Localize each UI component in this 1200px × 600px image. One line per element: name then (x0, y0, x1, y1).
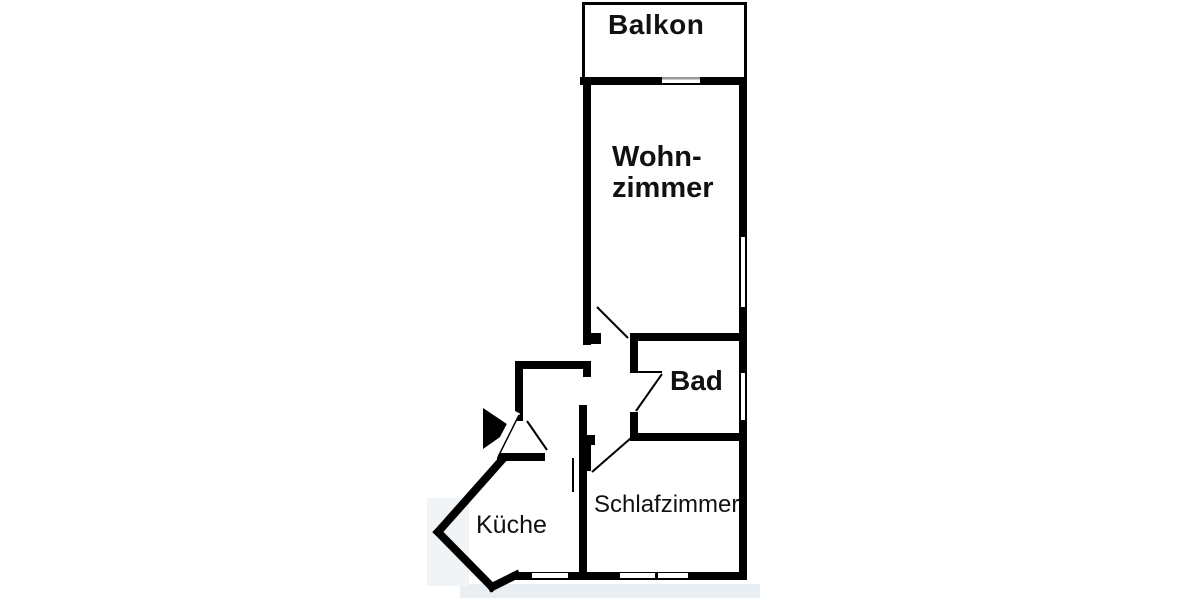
wall-kitchen-diagonal-upper (432, 455, 507, 538)
room-label-kueche: Küche (476, 511, 547, 539)
entrance-arrow-band-edge (497, 414, 520, 458)
door-leaf-hall (572, 458, 574, 492)
wall-bad-left-lower (630, 412, 638, 441)
window-wohnzimmer-outer-edge (745, 237, 747, 307)
balcony-wall-left (582, 2, 585, 78)
entrance-arrow-icon (483, 408, 521, 458)
wall-kitchen-diagonal-lower (432, 526, 498, 593)
entrance-arrow-head (483, 408, 513, 449)
door-swing-schlafzimmer (591, 437, 632, 473)
balcony-wall-top (582, 2, 747, 5)
kitchen-diagonal-walls (432, 455, 522, 593)
wall-right-upper (739, 77, 747, 237)
wall-kitchen-corner (486, 569, 522, 593)
window-kueche-bottom (532, 573, 568, 578)
room-label-wohnzimmer-line2: zimmer (612, 172, 714, 204)
windows (532, 77, 747, 578)
balcony-door-line (662, 77, 700, 80)
wall-bad-bottom (630, 433, 747, 441)
wall-stub-wohnzimmer-door (590, 333, 601, 344)
window-bad (739, 373, 747, 420)
balcony-wall-right (744, 2, 747, 78)
door-swing-bad (635, 373, 663, 412)
window-schlafzimmer-bottom-2 (658, 573, 688, 578)
window-wohnzimmer-inner-edge (739, 237, 741, 307)
room-label-schlafzimmer: Schlafzimmer (594, 491, 740, 518)
wall-hall-left (515, 361, 523, 421)
wall-hall-top (515, 361, 591, 369)
window-wohnzimmer (739, 237, 747, 307)
shadow-strip-bottom (460, 584, 760, 598)
entrance-arrow-white-band (490, 410, 521, 458)
door-swings (526, 306, 663, 492)
wall-hall-corner-stub (583, 361, 591, 377)
window-schlafzimmer-bottom-1 (620, 573, 655, 578)
room-label-wohnzimmer: Wohn- zimmer (612, 142, 714, 204)
room-label-bad: Bad (670, 365, 723, 396)
balcony-walls (582, 2, 747, 78)
door-swing-entrance (526, 420, 548, 451)
window-bad-outer-edge (745, 373, 747, 420)
room-label-wohnzimmer-line1: Wohn- (612, 141, 702, 173)
door-leaf-schlafzimmer (587, 441, 591, 471)
wall-entrance-bar (497, 453, 545, 461)
wall-bad-top (630, 333, 747, 341)
wall-wohnzimmer-left (583, 77, 591, 345)
window-bad-inner-edge (739, 373, 741, 420)
balcony-door-opening (662, 77, 700, 83)
door-swing-wohnzimmer (596, 306, 629, 339)
wall-tick-schlafzimmer-door (587, 435, 595, 445)
wall-bad-left-upper (630, 333, 638, 373)
room-label-balkon: Balkon (608, 9, 705, 40)
wall-hall-schlafzimmer (579, 405, 587, 576)
wall-right-lower (739, 420, 747, 580)
